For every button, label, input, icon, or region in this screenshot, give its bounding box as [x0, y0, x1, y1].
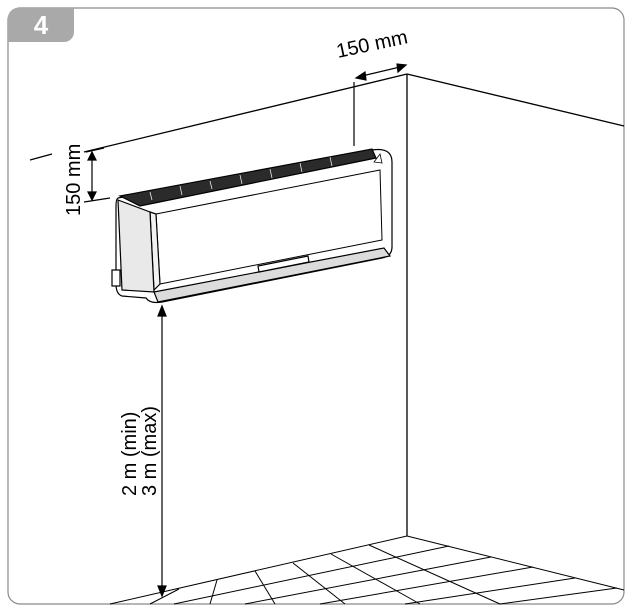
side-clearance-label: 150 mm	[334, 26, 409, 63]
side-clearance-dimension	[353, 63, 408, 146]
height-dimension	[157, 304, 167, 598]
room-lines	[29, 73, 625, 536]
floor-tiles	[109, 535, 625, 605]
air-conditioner-unit	[111, 148, 393, 304]
height-max-label: 3 m (max)	[139, 406, 161, 496]
top-clearance-dimension	[83, 147, 111, 203]
step-badge: 4	[8, 8, 74, 42]
height-min-label: 2 m (min)	[119, 412, 141, 496]
top-clearance-label: 150 mm	[63, 144, 85, 216]
figure-border	[7, 7, 625, 605]
